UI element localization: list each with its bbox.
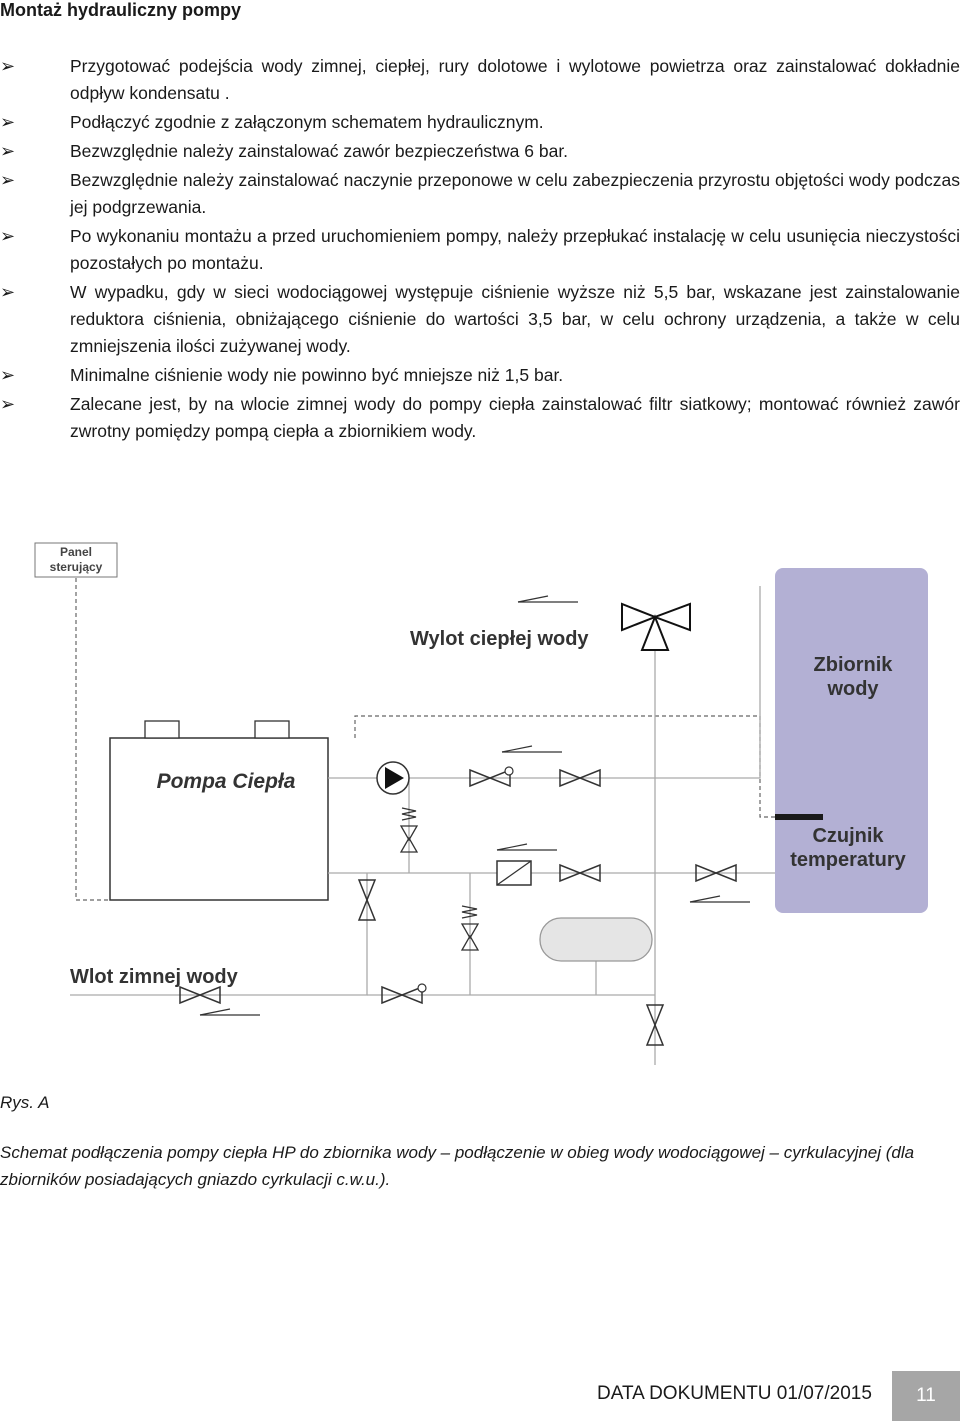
arrow-bullet-icon: ➢ [0,56,16,76]
expansion-vessel-icon [539,917,653,962]
sensor-cable [354,715,775,818]
list-item: ➢W wypadku, gdy w sieci wodociągowej wys… [0,279,960,360]
page-title: Montaż hydrauliczny pompy [0,0,242,20]
heat-pump-label: Pompa Ciepła [157,770,296,793]
filter-icon [496,860,532,886]
flow-arrow-icon [689,895,751,903]
temperature-sensor [775,814,823,820]
instruction-list: ➢Przygotować podejścia wody zimnej, ciep… [0,53,960,447]
arrow-bullet-icon: ➢ [0,365,16,385]
arrow-bullet-icon: ➢ [0,141,16,161]
list-item: ➢Przygotować podejścia wody zimnej, ciep… [0,53,960,107]
cold-water-inlet-label: Wlot zimnej wody [70,966,239,988]
temperature-sensor-label: temperatury [790,849,906,871]
three-way-valve-icon [621,602,691,651]
temperature-sensor-label: Czujnik [812,825,884,847]
hot-water-outlet-label: Wylot ciepłej wody [410,628,589,650]
safety-valve-icon [399,807,419,853]
heat-pump-unit [109,737,329,901]
water-tank-label: wody [826,678,879,700]
arrow-bullet-icon: ➢ [0,170,16,190]
control-panel-label: sterujący [50,560,103,574]
arrow-bullet-icon: ➢ [0,226,16,246]
flow-arrow-icon [517,595,579,603]
page-number: 11 [892,1371,960,1421]
arrow-bullet-icon: ➢ [0,394,16,414]
piping [70,586,775,1065]
figure-reference: Rys. A [0,1093,50,1112]
flow-arrow-icon [501,745,563,753]
control-cable [75,578,110,901]
control-panel-box [34,542,118,578]
flow-arrow-icon [199,1008,261,1016]
list-item: ➢Zalecane jest, by na wlocie zimnej wody… [0,391,960,445]
check-valve-indicator-icon [417,983,427,993]
list-item: ➢Minimalne ciśnienie wody nie powinno by… [0,362,960,389]
check-valve-indicator-icon [504,766,514,776]
water-tank [775,568,928,913]
flow-arrow-icon [496,843,558,851]
list-item: ➢Po wykonaniu montażu a przed uruchomien… [0,223,960,277]
arrow-bullet-icon: ➢ [0,282,16,302]
list-item: ➢Bezwzględnie należy zainstalować naczyn… [0,167,960,221]
arrow-bullet-icon: ➢ [0,112,16,132]
safety-valve-icon [460,905,480,951]
control-panel-label: Panel [60,545,92,559]
heat-pump-top-fitting [254,720,290,739]
list-item: ➢Podłączyć zgodnie z załączonym schemate… [0,109,960,136]
hydraulic-schematic: Panel sterujący Pompa Ciepła Zbiornik wo… [34,542,928,1065]
heat-pump-top-fitting [144,720,180,739]
list-item: ➢Bezwzględnie należy zainstalować zawór … [0,138,960,165]
figure-caption: Schemat podłączenia pompy ciepła HP do z… [0,1143,915,1189]
circulation-pump-icon [385,767,404,789]
water-tank-label: Zbiornik [814,654,894,676]
document-date: DATA DOKUMENTU 01/07/2015 [597,1383,872,1404]
